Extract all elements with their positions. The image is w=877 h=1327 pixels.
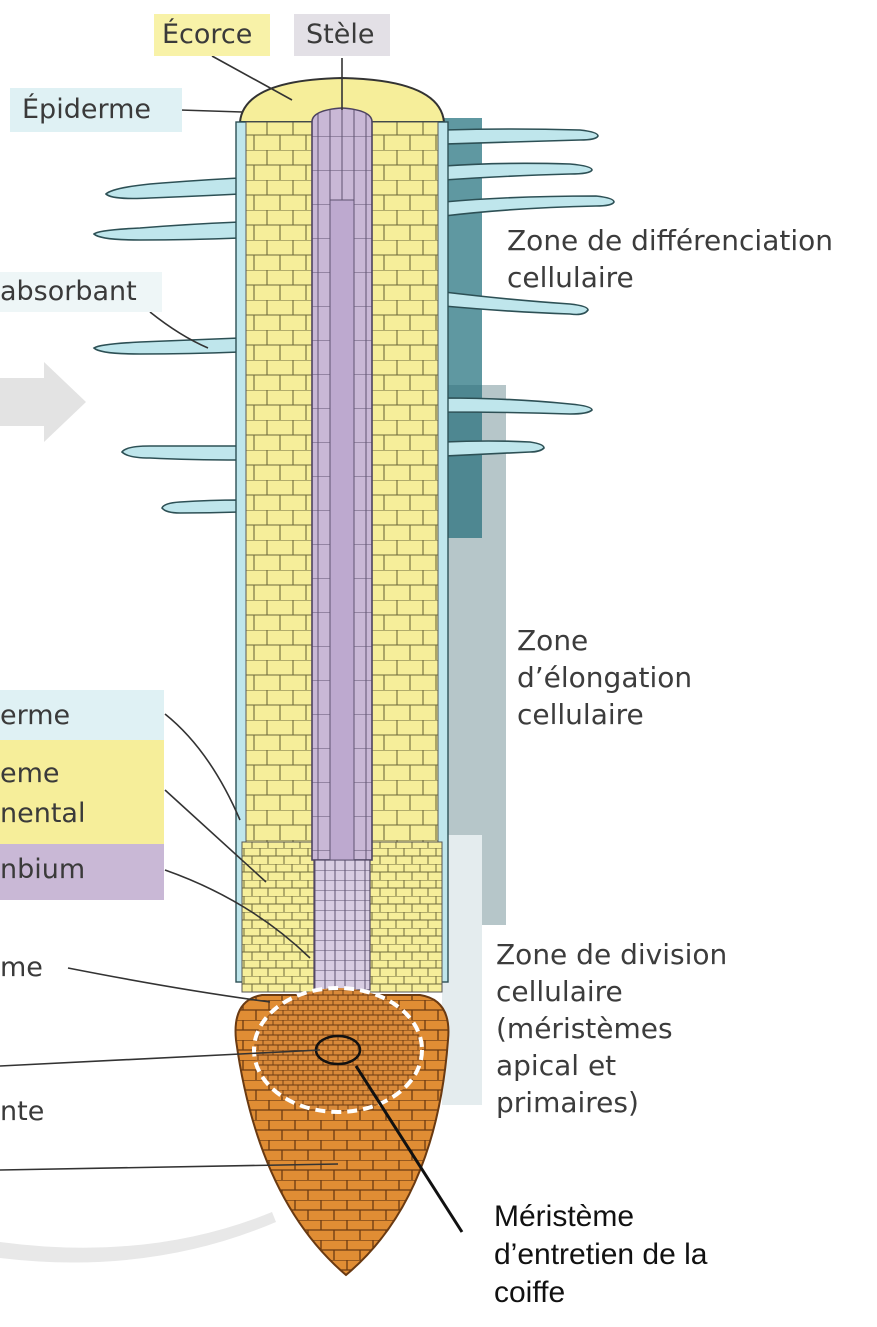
label-epiderme: Épiderme xyxy=(22,92,151,128)
label-meristeme: me xyxy=(0,950,43,986)
stele-tissue-lower xyxy=(314,860,370,990)
label-initiale: nte xyxy=(0,1094,44,1130)
zone-division-label: Zone de division cellulaire (méristèmes … xyxy=(496,936,727,1121)
curved-arrow-tail xyxy=(0,1212,276,1263)
label-meristeme-fondamental-2: nental xyxy=(0,796,85,832)
label-meristeme-fondamental-1: eme xyxy=(0,756,60,792)
zone-elongation-label: Zone d’élongation cellulaire xyxy=(517,622,692,733)
label-stele: Stèle xyxy=(306,17,374,53)
label-protoderme: erme xyxy=(0,698,70,734)
stele-central-cells xyxy=(330,200,354,860)
arrow-right-icon xyxy=(0,362,86,442)
label-ecorce: Écorce xyxy=(162,17,252,53)
label-procambium: nbium xyxy=(0,852,85,888)
label-poil-absorbant: absorbant xyxy=(0,274,137,310)
zone-differenciation-label: Zone de différenciation cellulaire xyxy=(507,222,833,296)
coiffe-meristem-label: Méristème d’entretien de la coiffe xyxy=(494,1198,708,1312)
